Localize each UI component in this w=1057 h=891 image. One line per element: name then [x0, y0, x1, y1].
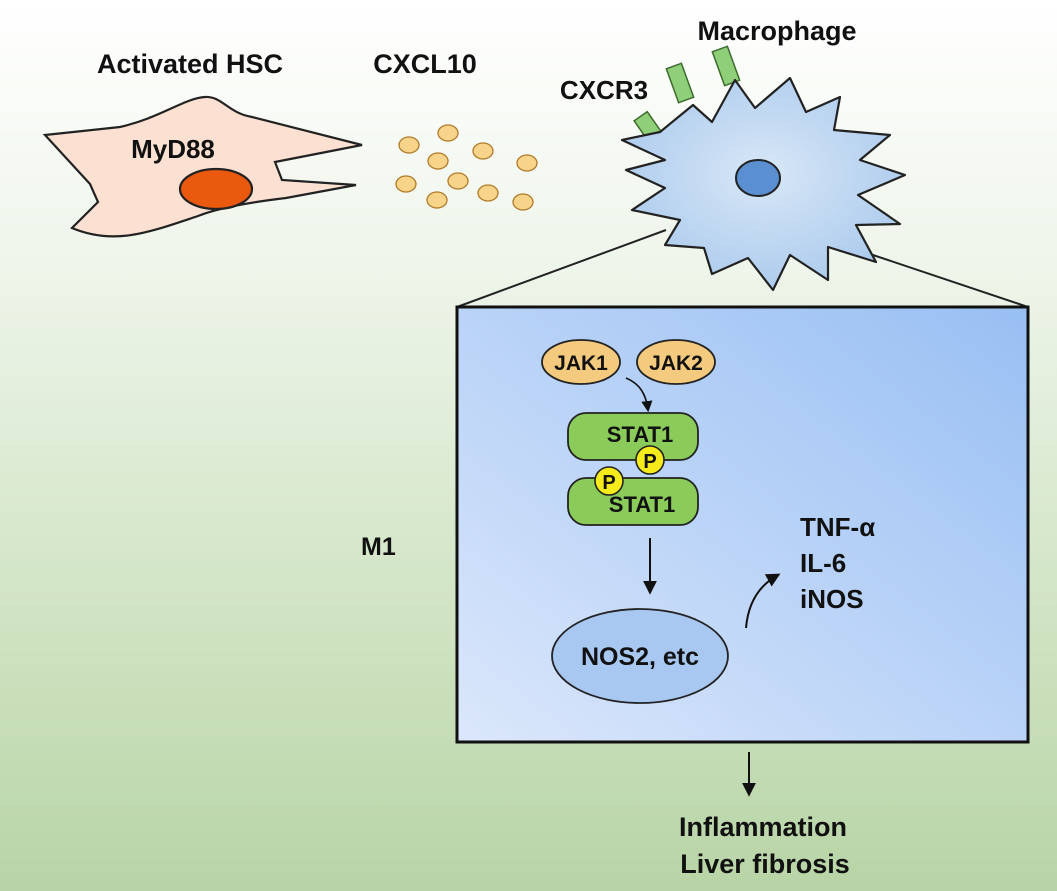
jak1-label: JAK1	[554, 352, 608, 375]
outcome-liver-fibrosis: Liver fibrosis	[680, 849, 850, 879]
hsc-cell-body	[42, 95, 363, 238]
chemokine-dot	[516, 154, 538, 172]
output-tnf-alpha: TNF-α	[800, 512, 875, 542]
chemokine-dot	[472, 142, 494, 160]
jak2-node	[636, 339, 716, 385]
cxcl10-label: CXCL10	[373, 49, 477, 79]
activated-hsc-label: Activated HSC	[97, 49, 283, 79]
signaling-panel: JAK1 JAK2 STAT1 STAT1 P P NOS2, etc TNF-…	[455, 305, 1030, 744]
m1-label: M1	[361, 533, 396, 561]
nos2-node	[551, 608, 729, 704]
zoom-lines	[456, 229, 1029, 308]
chemokine-dot	[398, 136, 420, 154]
stat1-top-label: STAT1	[607, 422, 673, 447]
phospho-1-label: P	[643, 451, 656, 473]
chemokine-dot	[437, 124, 459, 142]
jak1-node	[541, 339, 621, 385]
macrophage-cell: Macrophage CXCR3	[560, 16, 907, 292]
chemokine-dot	[512, 193, 534, 211]
stat1-top-node	[567, 412, 699, 461]
myd88-label: MyD88	[131, 134, 215, 164]
output-il6: IL-6	[800, 548, 846, 578]
chemokine-dot	[426, 191, 448, 209]
activated-hsc-cell: Activated HSC MyD88	[42, 49, 363, 238]
jak2-label: JAK2	[649, 352, 703, 375]
cxcl10-chemokines: CXCL10	[373, 49, 538, 211]
cxcr3-receptor	[665, 62, 695, 104]
stat1-bottom-label: STAT1	[609, 492, 675, 517]
jak-to-stat-arrow	[625, 377, 653, 413]
output-inos: iNOS	[800, 584, 864, 614]
macrophage-nucleus	[735, 159, 781, 197]
gene-to-cytokine-arrow	[745, 573, 781, 629]
phospho-2-label: P	[602, 472, 615, 494]
chemokine-dot	[427, 152, 449, 170]
chemokine-dot	[477, 184, 499, 202]
nos2-label: NOS2, etc	[581, 643, 699, 671]
panel-box	[455, 305, 1030, 744]
macrophage-label: Macrophage	[697, 16, 856, 46]
chemokine-dot	[395, 175, 417, 193]
outcome-inflammation: Inflammation	[679, 812, 847, 842]
phospho-2	[594, 466, 624, 496]
cxcr3-label: CXCR3	[560, 75, 648, 105]
hsc-nucleus	[178, 167, 254, 211]
phospho-1	[635, 445, 665, 475]
chemokine-dot	[447, 172, 469, 190]
